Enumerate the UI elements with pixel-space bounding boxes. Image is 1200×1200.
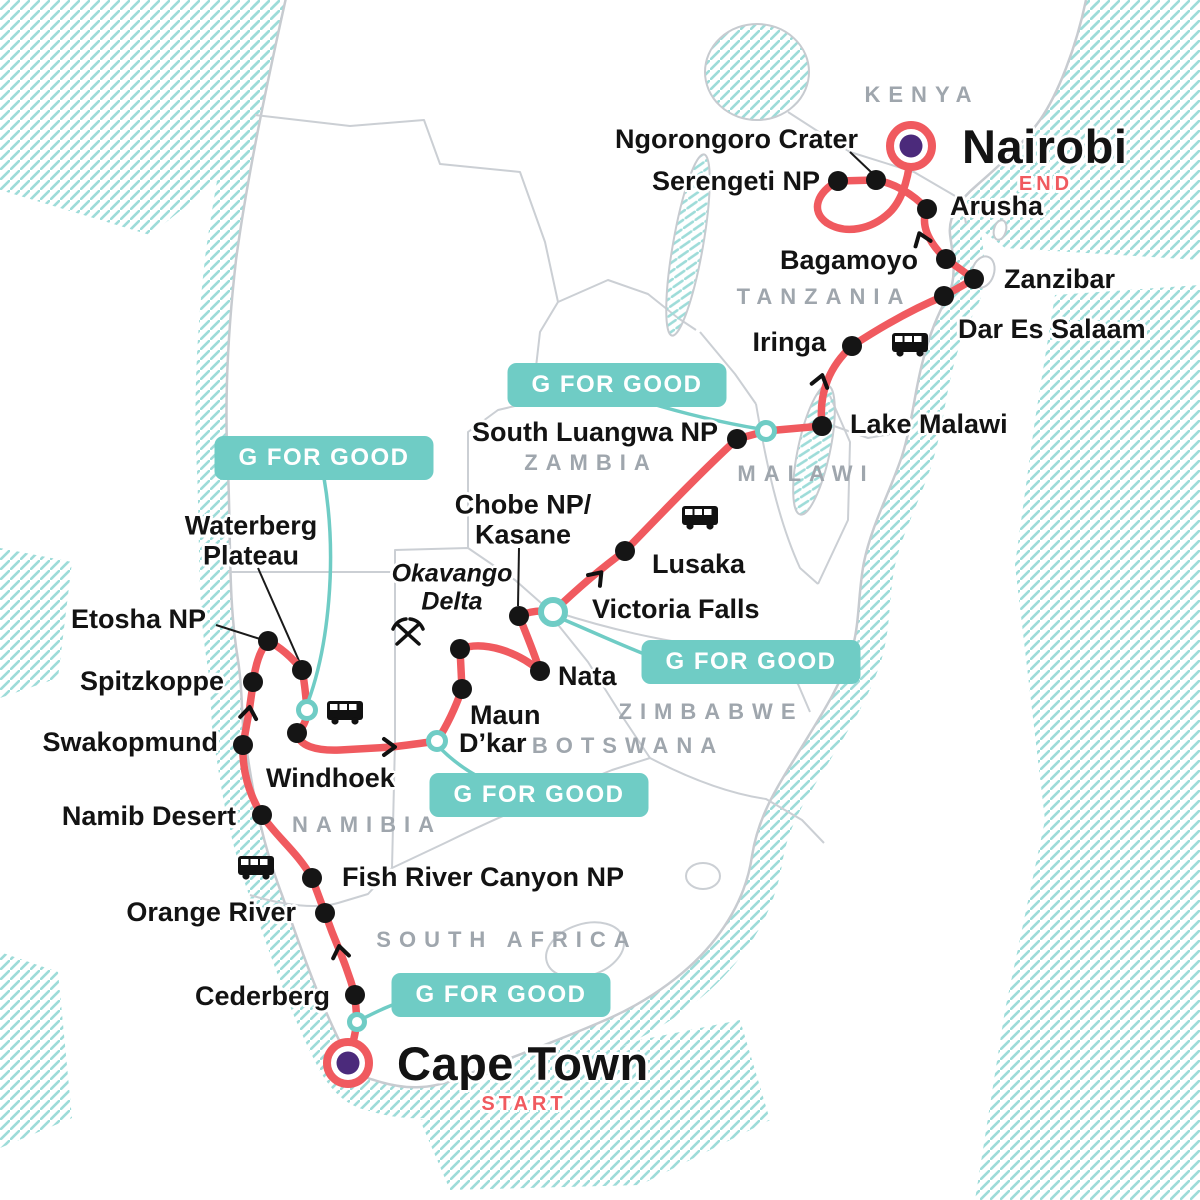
stop-label-nata: Nata (558, 661, 617, 692)
stop-dot (315, 903, 335, 923)
stop-label-etosha-np: Etosha NP (70, 604, 206, 635)
stop-label-fish-river-canyon: Fish River Canyon NP (342, 862, 625, 893)
stop-dot (530, 661, 550, 681)
g-for-good-badge: G FOR GOOD (429, 773, 649, 817)
stop-label-iringa: Iringa (752, 327, 826, 358)
stop-dot (243, 672, 263, 692)
landmass (226, 0, 1086, 1088)
end-marker (886, 121, 936, 171)
stop-label-zanzibar: Zanzibar (1004, 264, 1116, 295)
stop-dot (345, 985, 365, 1005)
stop-dot (615, 541, 635, 561)
g-for-good-ring (538, 597, 568, 627)
crossed-pickaxes-icon (391, 617, 425, 646)
start-city-label: Cape Town (397, 1037, 649, 1091)
g-for-good-ring (347, 1012, 367, 1032)
stop-dot (866, 170, 886, 190)
stop-dot (917, 199, 937, 219)
stop-dot (936, 249, 956, 269)
g-for-good-ring (755, 420, 777, 442)
stop-label-orange-river: Orange River (126, 897, 296, 928)
pemba-island (992, 219, 1008, 241)
stop-label-okavango-delta: Okavango Delta (391, 559, 513, 615)
stop-dot (452, 679, 472, 699)
stop-dot (964, 269, 984, 289)
stop-dot (934, 286, 954, 306)
stop-label-chobe-kasane: Chobe NP/ Kasane (454, 489, 592, 549)
stop-dot (842, 336, 862, 356)
stop-label-namib-desert: Namib Desert (61, 801, 236, 832)
start-marker (323, 1038, 373, 1088)
country-label-zambia: ZAMBIA (524, 449, 658, 475)
country-label-tanzania: TANZANIA (736, 283, 912, 309)
country-label-botswana: BOTSWANA (531, 732, 725, 758)
stop-label-waterberg-plateau: Waterberg Plateau (184, 510, 318, 570)
stop-dot (258, 631, 278, 651)
start-tag: START (481, 1093, 567, 1115)
g-for-good-badge: G FOR GOOD (507, 363, 727, 407)
stop-dot (233, 735, 253, 755)
stop-label-maun: Maun (470, 700, 541, 731)
stop-label-lusaka: Lusaka (652, 549, 746, 580)
g-for-good-ring (296, 699, 318, 721)
stop-dot (727, 429, 747, 449)
g-for-good-ring (426, 730, 448, 752)
g-for-good-badge: G FOR GOOD (641, 640, 861, 684)
country-label-south-africa: SOUTH AFRICA (376, 926, 638, 952)
stop-dot (509, 606, 529, 626)
stop-label-swakopmund: Swakopmund (42, 727, 218, 758)
stop-label-dar-es-salaam: Dar Es Salaam (958, 314, 1146, 345)
stop-label-dkar: D’kar (459, 728, 527, 759)
stop-label-cederberg: Cederberg (194, 981, 330, 1012)
stop-dot (252, 805, 272, 825)
g-for-good-badge: G FOR GOOD (214, 436, 434, 480)
stop-dot (812, 416, 832, 436)
g-for-good-badge: G FOR GOOD (391, 973, 611, 1017)
stop-dot (828, 171, 848, 191)
country-label-kenya: KENYA (864, 81, 980, 107)
stop-dot (302, 868, 322, 888)
stop-dot (287, 723, 307, 743)
stop-label-ngorongoro: Ngorongoro Crater (615, 124, 858, 155)
stop-label-bagamoyo: Bagamoyo (779, 245, 918, 276)
stop-dots (233, 170, 984, 1005)
stop-dot (292, 660, 312, 680)
country-label-zimbabwe: ZIMBABWE (618, 698, 804, 724)
label-pointer-lines (215, 151, 872, 664)
end-city-label: Nairobi (962, 120, 1128, 174)
stop-label-windhoek: Windhoek (266, 763, 395, 794)
stop-label-arusha: Arusha (950, 191, 1044, 222)
end-tag: END (1018, 173, 1074, 195)
g-for-good-ring-markers (296, 420, 777, 1032)
stop-label-lake-malawi: Lake Malawi (850, 409, 1008, 440)
country-label-malawi: MALAWI (737, 460, 875, 486)
country-label-namibia: NAMIBIA (291, 811, 443, 837)
stop-label-victoria-falls: Victoria Falls (592, 594, 760, 625)
stop-label-serengeti: Serengeti NP (651, 166, 820, 197)
stop-dot (450, 639, 470, 659)
stop-label-spitzkoppe: Spitzkoppe (79, 666, 224, 697)
stop-label-south-luangwa: South Luangwa NP (472, 417, 718, 448)
